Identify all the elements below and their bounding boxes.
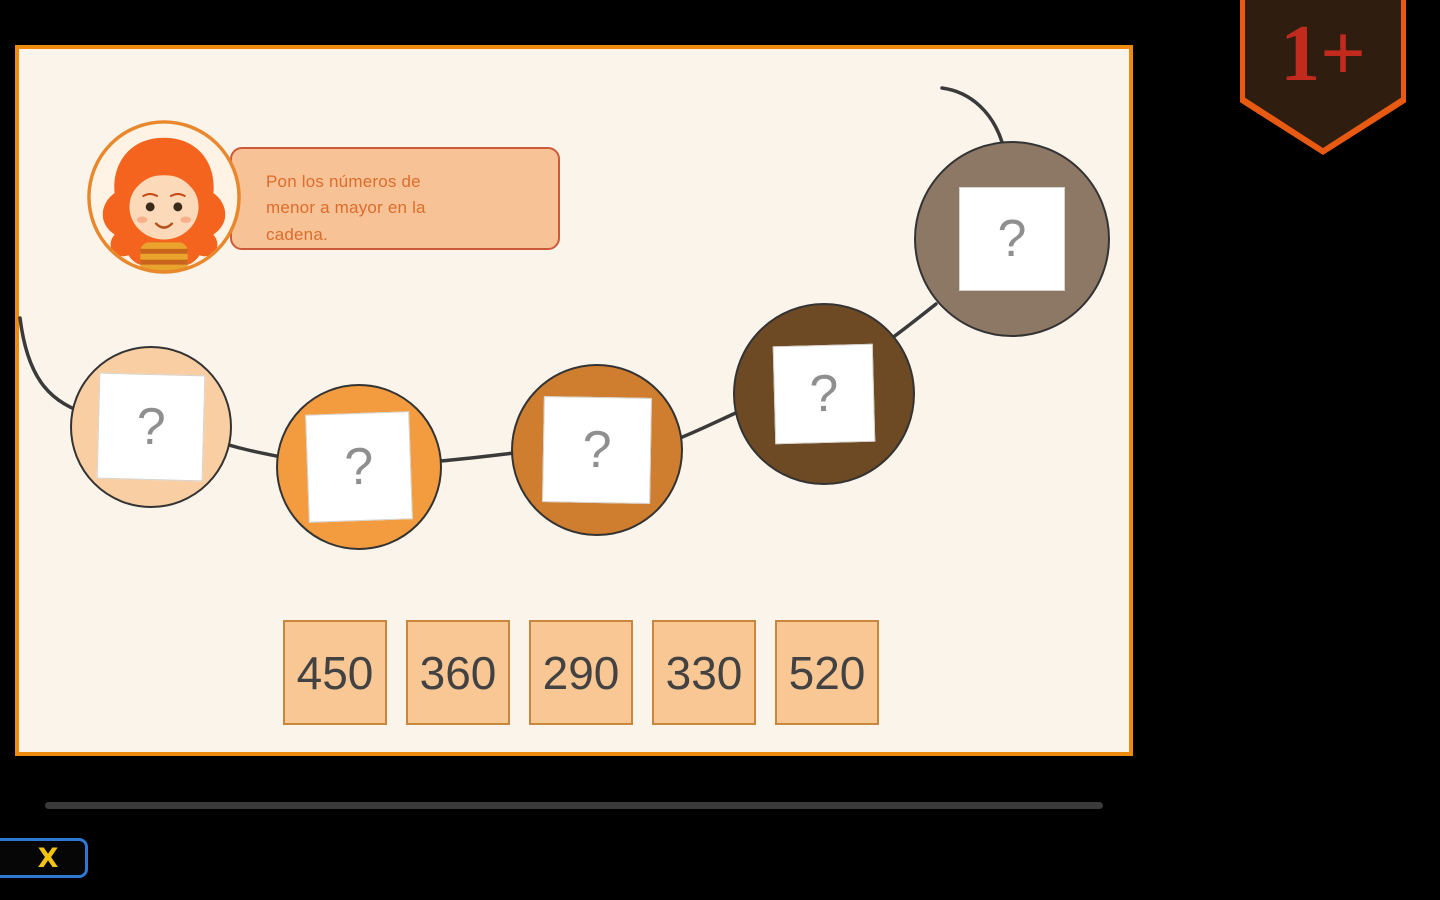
tile-value: 520: [788, 646, 866, 699]
tile-value: 360: [419, 646, 497, 699]
answer-drop-box-3[interactable]: ?: [542, 396, 652, 504]
number-tile-520[interactable]: 520: [775, 620, 879, 725]
question-mark: ?: [582, 420, 612, 480]
number-tile-450[interactable]: 450: [283, 620, 387, 725]
number-tile-360[interactable]: 360: [406, 620, 510, 725]
close-button-label: X: [37, 842, 59, 874]
chain-slot-1[interactable]: ?: [70, 346, 232, 508]
answer-drop-box-2[interactable]: ?: [305, 411, 413, 523]
number-tile-330[interactable]: 330: [652, 620, 756, 725]
tile-value: 330: [665, 646, 743, 699]
tile-value: 450: [296, 646, 374, 699]
tile-value: 290: [542, 646, 620, 699]
instruction-text: Pon los números de menor a mayor en la c…: [266, 172, 426, 244]
age-rating-label: 1+: [1280, 10, 1366, 98]
answer-drop-box-4[interactable]: ?: [772, 343, 876, 445]
age-rating-badge: 1+: [1240, 0, 1406, 155]
close-button[interactable]: X: [0, 838, 88, 878]
number-tile-290[interactable]: 290: [529, 620, 633, 725]
instruction-bubble: Pon los números de menor a mayor en la c…: [230, 147, 560, 250]
question-mark: ?: [997, 210, 1027, 268]
chain-slot-3[interactable]: ?: [511, 364, 683, 536]
question-mark: ?: [135, 397, 167, 457]
answer-drop-box-5[interactable]: ?: [959, 187, 1065, 291]
answer-drop-box-1[interactable]: ?: [96, 372, 206, 482]
age-rating-badge-inner: 1+: [1245, 0, 1401, 148]
question-mark: ?: [343, 437, 375, 497]
chain-slot-2[interactable]: ?: [276, 384, 442, 550]
number-tile-row: 450 360 290 330 520: [283, 620, 879, 725]
chain-slot-5[interactable]: ?: [914, 141, 1110, 337]
progress-bar: [45, 802, 1103, 809]
avatar-girl-illustration: [85, 118, 243, 276]
question-mark: ?: [808, 364, 840, 424]
chain-slot-4[interactable]: ?: [733, 303, 915, 485]
